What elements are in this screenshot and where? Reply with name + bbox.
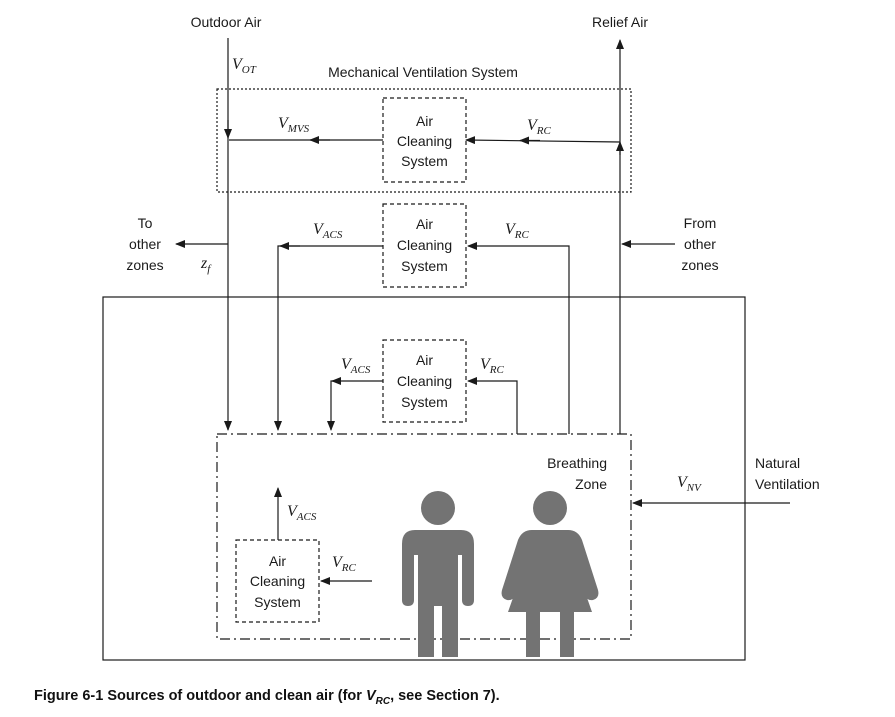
caption-symbol: V: [365, 688, 376, 704]
acs-label: Cleaning: [397, 237, 452, 253]
acs-label: Air: [416, 216, 433, 232]
to-other-zones-label: zones: [126, 257, 163, 273]
caption-symbol-sub: RC: [375, 695, 391, 707]
relief-air-label: Relief Air: [592, 14, 648, 30]
acs-label: System: [401, 153, 448, 169]
v-acs-symbol: VACS: [287, 503, 317, 523]
figure-caption: Figure 6-1 Sources of outdoor and clean …: [34, 688, 874, 707]
room-vacs-flow: [327, 380, 383, 431]
upper-vacs-flow: [274, 245, 383, 431]
room-vrc-flow: [467, 377, 518, 434]
acs-label: System: [401, 258, 448, 274]
mvs-vrc-flow: [465, 136, 621, 145]
v-ot-symbol: VOT: [232, 56, 257, 76]
from-other-zones-label: From: [684, 215, 717, 231]
upper-vrc-flow: [467, 242, 570, 434]
to-other-zones-label: other: [129, 236, 161, 252]
acs-box-upper: Air Cleaning System: [382, 203, 467, 288]
breathing-zone-label: Breathing: [547, 455, 607, 471]
acs-label: Cleaning: [397, 133, 452, 149]
mvs-title: Mechanical Ventilation System: [328, 64, 518, 80]
caption-prefix: Figure 6-1 Sources of outdoor and clean …: [34, 688, 366, 704]
v-nv-symbol: VNV: [677, 474, 702, 494]
outdoor-air-label: Outdoor Air: [191, 14, 262, 30]
from-other-zones-label: zones: [681, 257, 718, 273]
acs-label: System: [401, 394, 448, 410]
acs-label: Cleaning: [397, 373, 452, 389]
acs-label: System: [254, 594, 301, 610]
to-other-zones-label: To: [138, 215, 153, 231]
v-mvs-symbol: VMVS: [278, 115, 310, 135]
acs-box-mvs: Air Cleaning System: [382, 97, 467, 183]
room-boundary: [102, 296, 746, 661]
acs-label: Air: [269, 553, 286, 569]
v-acs-symbol: VACS: [313, 221, 343, 241]
natural-ventilation-label: Ventilation: [755, 476, 820, 492]
caption-suffix: , see Section 7).: [390, 688, 500, 704]
breathing-zone-label: Zone: [575, 476, 607, 492]
from-other-zones-label: other: [684, 236, 716, 252]
v-acs-symbol: VACS: [341, 356, 371, 376]
man-figure: [402, 491, 474, 657]
acs-label: Cleaning: [250, 573, 305, 589]
v-rc-symbol: VRC: [332, 554, 357, 574]
mvs-boundary: [216, 88, 632, 193]
v-rc-symbol: VRC: [480, 356, 505, 376]
acs-label: Air: [416, 113, 433, 129]
acs-box-breathing-zone: Air Cleaning System: [235, 539, 320, 623]
z-f-symbol: zf: [200, 255, 212, 275]
v-rc-symbol: VRC: [505, 221, 530, 241]
woman-figure: [501, 491, 599, 657]
v-rc-symbol: VRC: [527, 117, 552, 137]
natural-ventilation-label: Natural: [755, 455, 800, 471]
acs-box-room: Air Cleaning System: [382, 339, 467, 423]
acs-label: Air: [416, 352, 433, 368]
